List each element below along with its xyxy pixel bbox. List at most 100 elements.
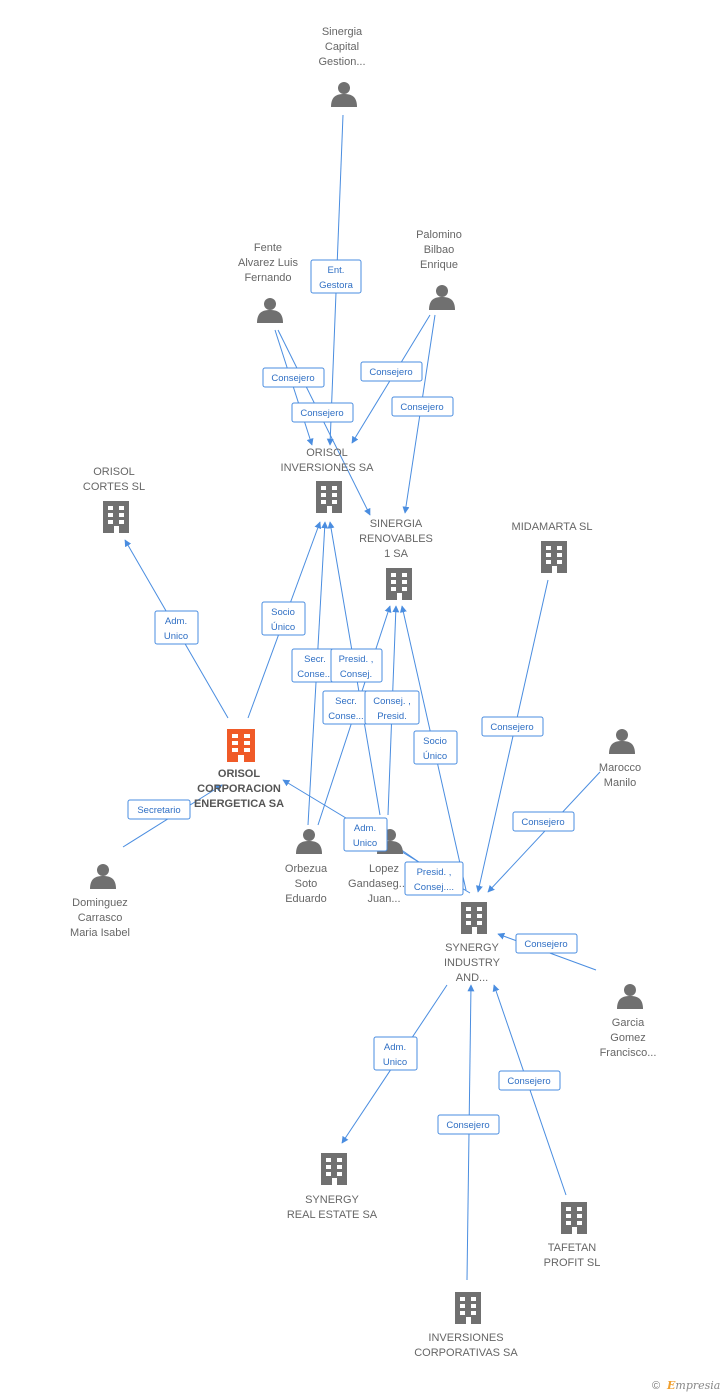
node-label-line: Juan...: [367, 893, 400, 905]
edge-label-e9[interactable]: Presid. , Consej.: [330, 648, 383, 683]
edge-label-e1[interactable]: Ent. Gestora: [310, 259, 362, 294]
brand-logo-rest: mpresia: [675, 1379, 721, 1392]
edge-label-e17[interactable]: Consejero: [512, 811, 575, 832]
edge-label-e20[interactable]: Consejero: [437, 1114, 500, 1135]
edge-label-e7[interactable]: Socio Único: [261, 601, 306, 636]
person-icon: [296, 829, 322, 854]
edge-label-line: Consejero: [524, 939, 567, 950]
edge-label-line: Presid. ,: [417, 867, 452, 878]
node-label-line: Sinergia: [322, 26, 363, 38]
node-label-line: AND...: [456, 972, 488, 984]
edge-label-line: Unico: [164, 631, 188, 642]
node-inversiones-corporativas[interactable]: INVERSIONES CORPORATIVAS SA: [414, 1292, 518, 1359]
person-icon: [331, 82, 357, 107]
node-label-line: Fente: [254, 242, 282, 254]
edge-label-e12[interactable]: Socio Único: [413, 730, 458, 765]
node-label-line: INVERSIONES SA: [281, 462, 375, 474]
building-icon: [541, 541, 567, 573]
node-label-line: TAFETAN: [548, 1242, 597, 1254]
node-dominguez[interactable]: Dominguez Carrasco Maria Isabel: [70, 864, 130, 939]
edge-label-line: Consej.: [340, 669, 372, 680]
node-label-line: ENERGETICA SA: [194, 798, 284, 810]
person-icon: [429, 285, 455, 310]
node-label-line: Francisco...: [600, 1047, 657, 1059]
node-label-line: SINERGIA: [370, 518, 423, 530]
edge-label-line: Consejero: [369, 367, 412, 378]
edge-label-line: Presid. ,: [339, 654, 374, 665]
edge-label-line: Gestora: [319, 280, 354, 291]
building-icon: [227, 729, 255, 762]
node-label-line: Enrique: [420, 259, 458, 271]
building-icon: [455, 1292, 481, 1324]
edge-label-e16[interactable]: Presid. , Consej....: [404, 861, 464, 896]
edge-label-e6[interactable]: Adm. Unico: [154, 610, 199, 645]
node-label-line: Carrasco: [78, 912, 123, 924]
node-garcia[interactable]: Garcia Gomez Francisco...: [600, 984, 657, 1059]
node-label-line: ORISOL: [218, 768, 260, 780]
node-orisol-corporacion[interactable]: ORISOL CORPORACION ENERGETICA SA: [194, 729, 284, 810]
edge-label-e15[interactable]: Adm. Unico: [343, 817, 388, 852]
person-icon: [257, 298, 283, 323]
node-label-line: PROFIT SL: [544, 1257, 601, 1269]
edge-label-line: Secretario: [137, 805, 180, 816]
edge-label-e3[interactable]: Consejero: [291, 402, 354, 423]
edge-label-e10[interactable]: Secr. Conse...: [322, 690, 370, 725]
node-label-line: Eduardo: [285, 893, 327, 905]
node-label-line: Orbezua: [285, 863, 328, 875]
node-label-line: Bilbao: [424, 244, 455, 256]
edge-label-line: Consej....: [414, 882, 454, 893]
edge-label-e13[interactable]: Consejero: [481, 716, 544, 737]
node-fente[interactable]: Fente Alvarez Luis Fernando: [238, 242, 298, 323]
node-label-line: Capital: [325, 41, 359, 53]
edge-label-line: Consejero: [507, 1076, 550, 1087]
node-label-line: SYNERGY: [445, 942, 499, 954]
node-label-line: Maria Isabel: [70, 927, 130, 939]
edge-label-line: Adm.: [384, 1042, 406, 1053]
node-label-line: Garcia: [612, 1017, 645, 1029]
node-label-line: Marocco: [599, 762, 641, 774]
node-sinergia-renovables[interactable]: SINERGIA RENOVABLES 1 SA: [359, 518, 433, 600]
node-label-line: Alvarez Luis: [238, 257, 298, 269]
building-icon: [561, 1202, 587, 1234]
node-label-line: Gestion...: [318, 56, 365, 68]
node-synergy-industry[interactable]: SYNERGY INDUSTRY AND...: [444, 902, 501, 984]
node-label-line: SYNERGY: [305, 1194, 359, 1206]
edge-label-line: Presid.: [377, 711, 407, 722]
node-orisol-inversiones[interactable]: ORISOL INVERSIONES SA: [281, 447, 375, 513]
edge-label-line: Consejero: [490, 722, 533, 733]
person-icon: [617, 984, 643, 1009]
node-orisol-cortes[interactable]: ORISOL CORTES SL: [83, 466, 145, 533]
node-synergy-real-estate[interactable]: SYNERGY REAL ESTATE SA: [287, 1153, 378, 1221]
node-label-line: MIDAMARTA SL: [512, 521, 593, 533]
building-icon: [316, 481, 342, 513]
edge-label-line: Adm.: [354, 823, 376, 834]
node-label-line: ORISOL: [93, 466, 135, 478]
edge-label-e4[interactable]: Consejero: [360, 361, 423, 382]
edge-label-line: Consej. ,: [373, 696, 411, 707]
building-icon: [461, 902, 487, 934]
node-label-line: INVERSIONES: [428, 1332, 503, 1344]
node-midamarta[interactable]: MIDAMARTA SL: [512, 521, 593, 573]
edge-label-e21[interactable]: Consejero: [498, 1070, 561, 1091]
node-label-line: REAL ESTATE SA: [287, 1209, 378, 1221]
edge-label-e19[interactable]: Adm. Unico: [373, 1036, 418, 1071]
edge-label-line: Consejero: [271, 373, 314, 384]
edge-label-e2[interactable]: Consejero: [262, 367, 325, 388]
node-label-line: INDUSTRY: [444, 957, 501, 969]
node-marocco[interactable]: Marocco Manilo: [599, 729, 641, 789]
node-label-line: CORPORATIVAS SA: [414, 1347, 518, 1359]
node-tafetan[interactable]: TAFETAN PROFIT SL: [544, 1202, 601, 1269]
edge-label-line: Secr.: [304, 654, 326, 665]
edge-label-e18[interactable]: Consejero: [515, 933, 578, 954]
edge-label-line: Conse...: [297, 669, 332, 680]
edge-label-e11[interactable]: Consej. , Presid.: [364, 690, 420, 725]
node-palomino[interactable]: Palomino Bilbao Enrique: [416, 229, 462, 310]
node-label-line: Gomez: [610, 1032, 645, 1044]
edge-label-line: Socio: [423, 736, 447, 747]
node-orbezua[interactable]: Orbezua Soto Eduardo: [285, 829, 328, 905]
edge-label-e5[interactable]: Consejero: [391, 396, 454, 417]
node-sinergia-capital[interactable]: Sinergia Capital Gestion...: [318, 26, 366, 107]
edge-label-e8[interactable]: Secr. Conse...: [291, 648, 339, 683]
edge-label-e14[interactable]: Secretario: [127, 799, 191, 820]
